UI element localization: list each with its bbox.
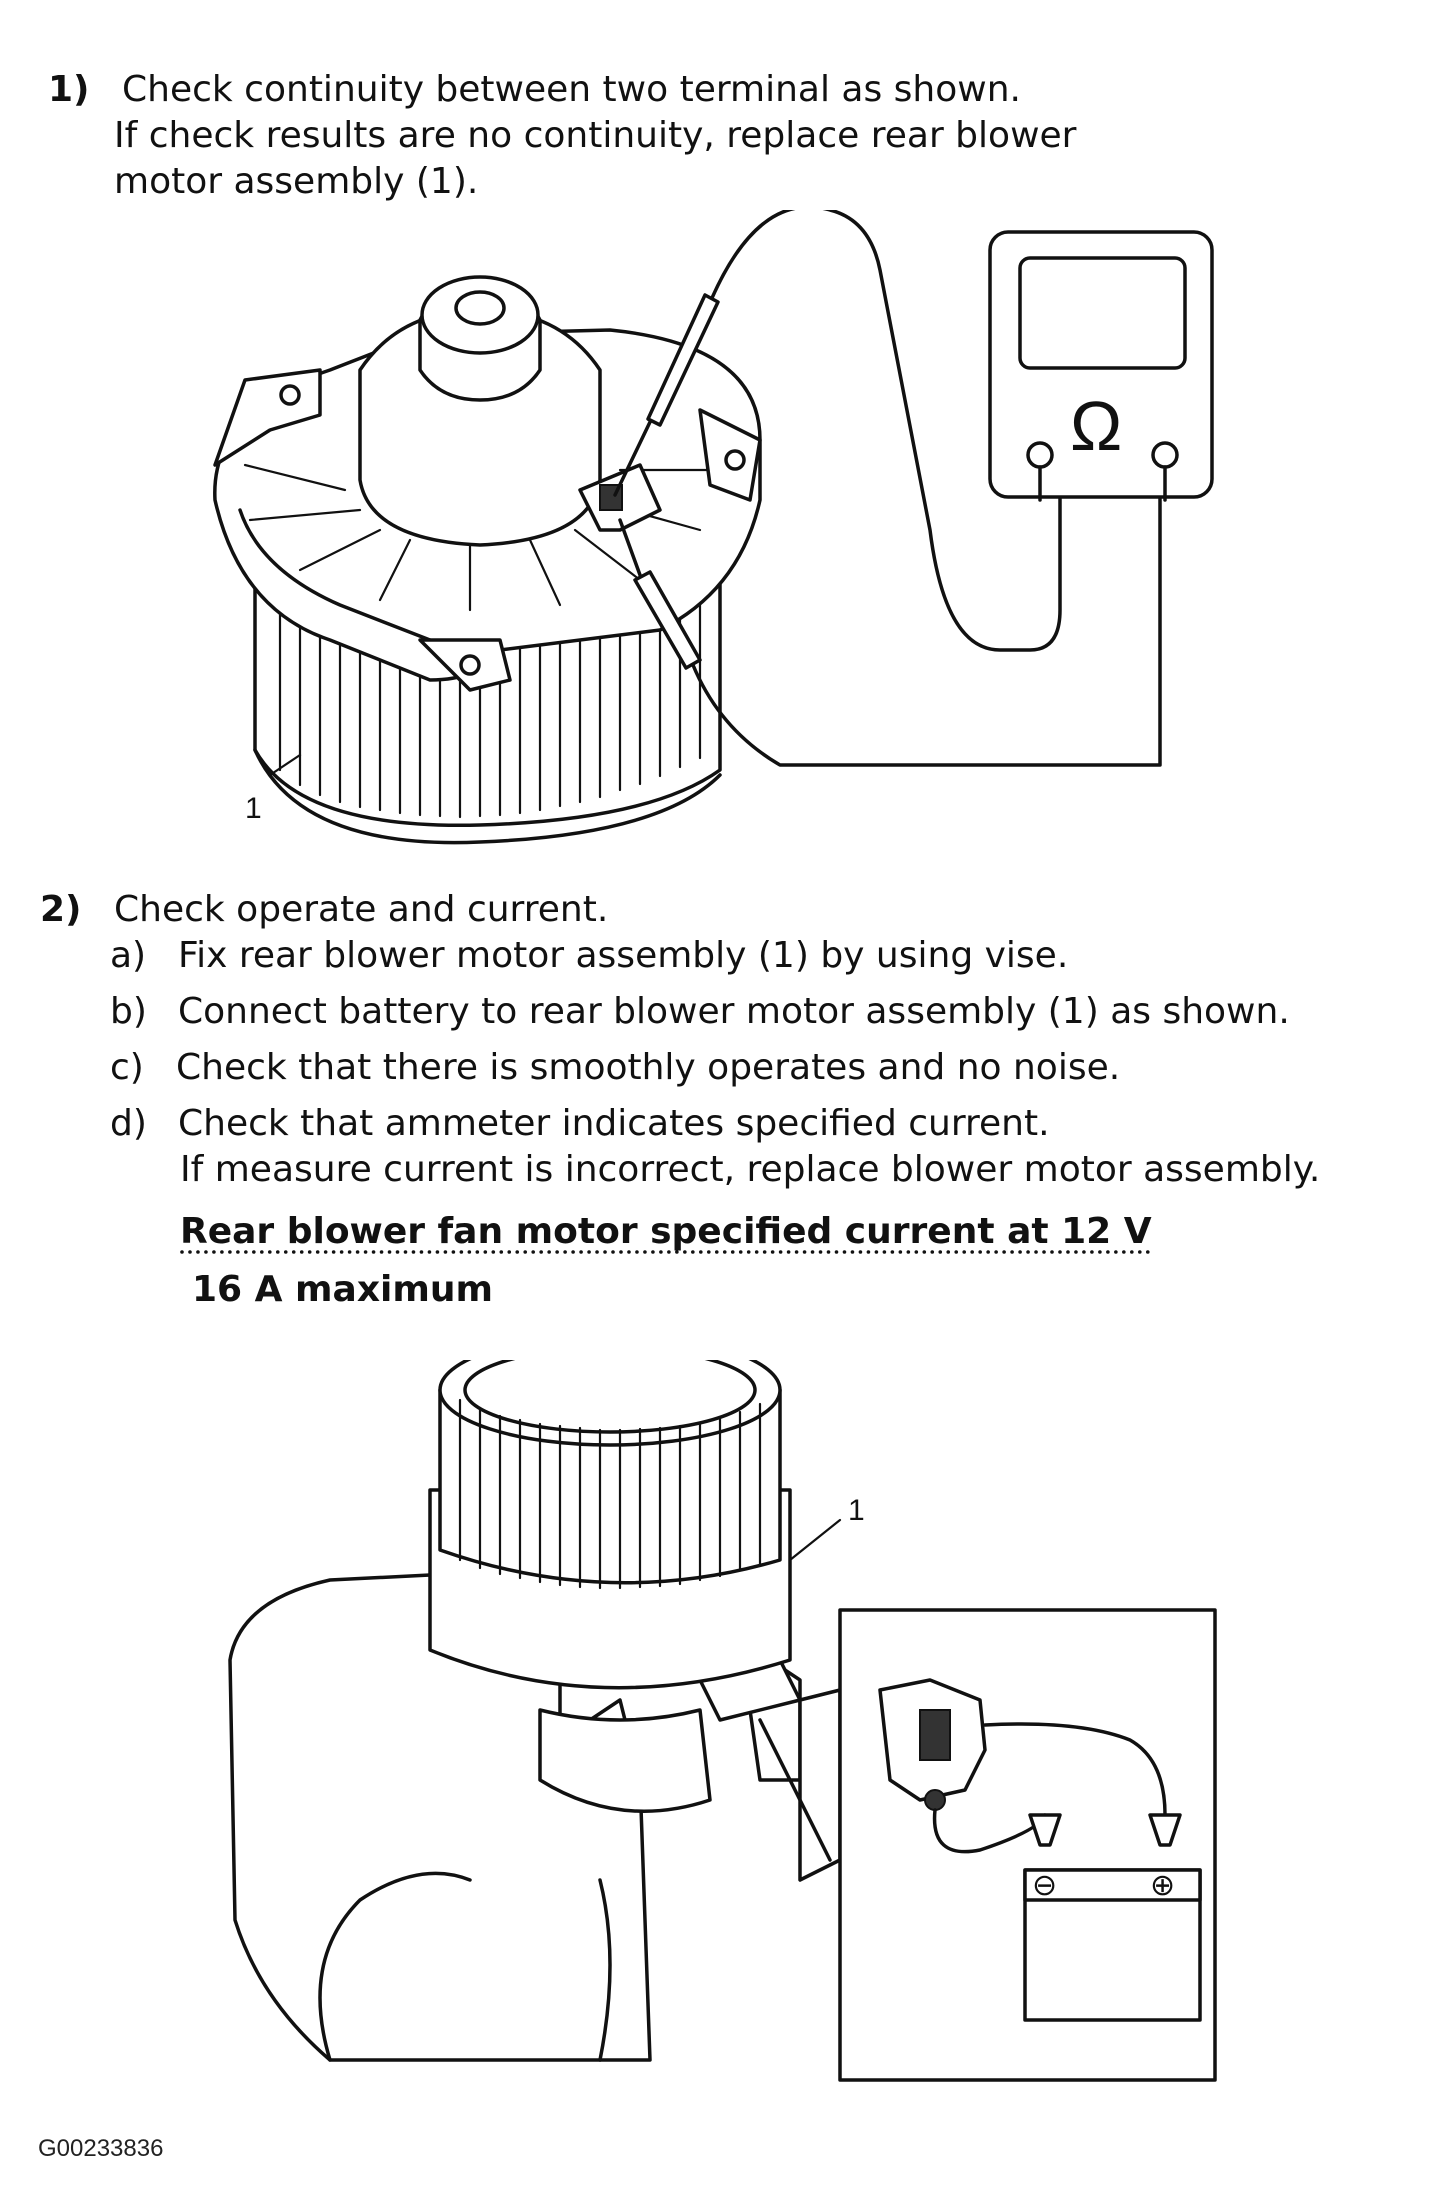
step2-note: If measure current is incorrect, replace… <box>180 1149 1321 1190</box>
figure2-callout-1: 1 <box>848 1494 865 1527</box>
step2-item-b-label: b) <box>110 991 147 1032</box>
step2-title: Check operate and current. <box>114 889 609 930</box>
battery-plus-terminal: ⊕ <box>1150 1869 1175 1902</box>
step1-line-3: motor assembly (1). <box>114 161 479 202</box>
battery-minus-terminal: ⊖ <box>1032 1869 1057 1902</box>
figure1-continuity-diagram: Ω 1 <box>213 210 1214 845</box>
step2-item-c-text: Check that there is smoothly operates an… <box>176 1047 1121 1088</box>
step2-item-d-label: d) <box>110 1103 147 1144</box>
figure-code: G00233836 <box>38 2135 164 2162</box>
step2-number: 2) <box>40 889 82 930</box>
figure1-callout-1: 1 <box>245 792 262 825</box>
step1-number: 1) <box>48 69 90 110</box>
step2-item-d-text: Check that ammeter indicates specified c… <box>178 1103 1050 1144</box>
spec-value: 16 A maximum <box>192 1269 494 1310</box>
spec-title: Rear blower fan motor specified current … <box>180 1211 1152 1252</box>
figure2-battery-diagram: 1 ⊖ ⊕ <box>228 1360 1217 2082</box>
step2-item-b-text: Connect battery to rear blower motor ass… <box>178 991 1290 1032</box>
step2-item-a-text: Fix rear blower motor assembly (1) by us… <box>178 935 1069 976</box>
step2-item-c-label: c) <box>110 1047 144 1088</box>
step1-line-2: If check results are no continuity, repl… <box>114 115 1077 156</box>
step2-item-a-label: a) <box>110 935 147 976</box>
step1-line-1: Check continuity between two terminal as… <box>122 69 1021 110</box>
ohm-symbol: Ω <box>1070 387 1122 465</box>
